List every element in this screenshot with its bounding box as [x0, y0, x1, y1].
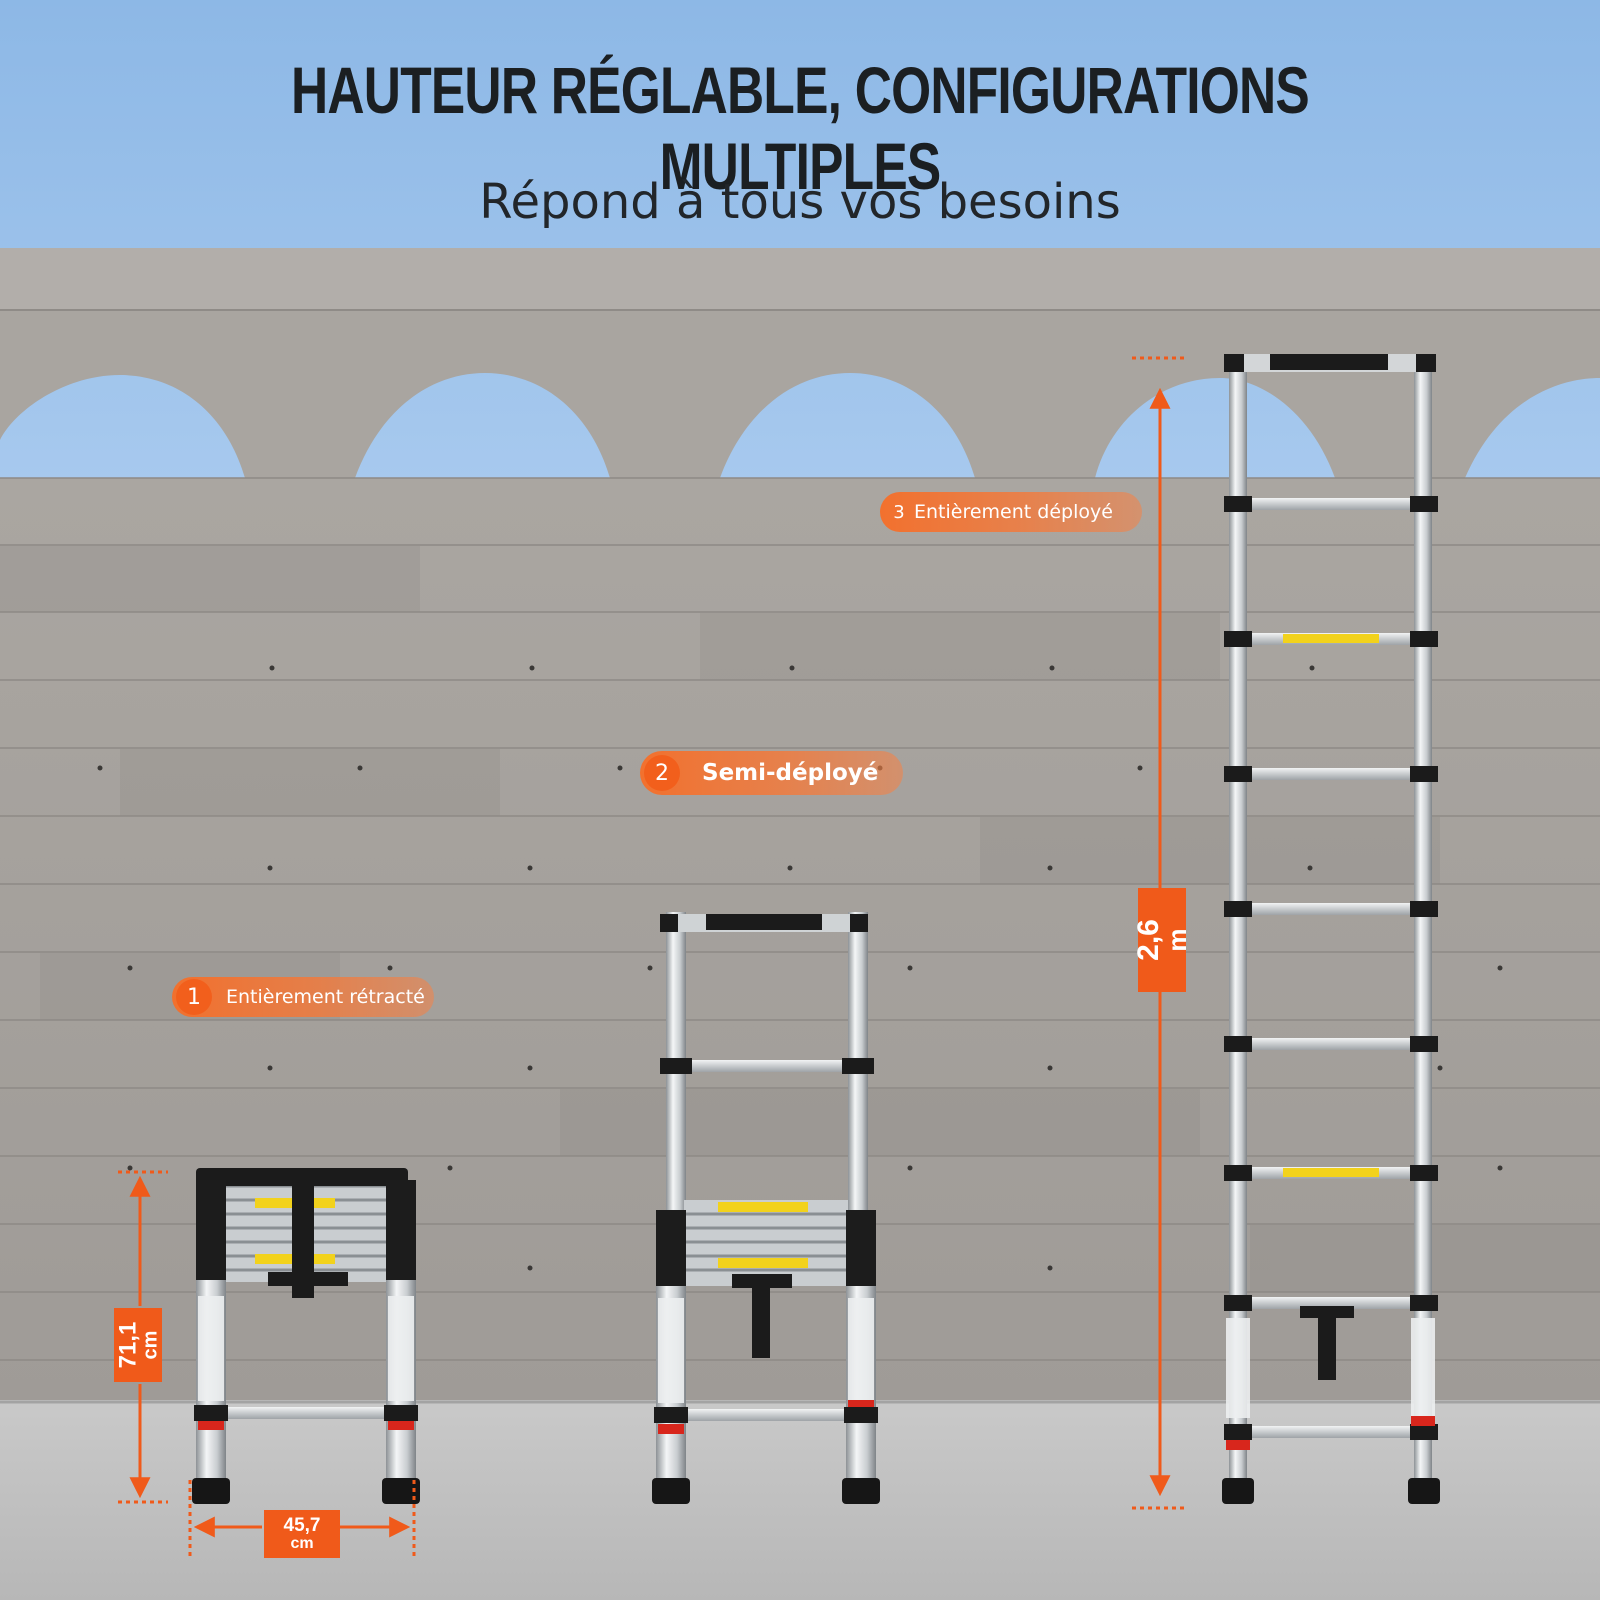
extended-height-unit: m — [1162, 928, 1192, 952]
subheadline: Répond à tous vos besoins — [479, 174, 1121, 230]
dim-line-retracted-height — [118, 1170, 168, 1504]
config-number-1: 1 — [176, 979, 212, 1015]
extended-height-badge: 2,6 m — [1132, 888, 1192, 992]
retracted-width-badge: 45,7 cm — [264, 1510, 340, 1558]
config-label-retracted: 1 Entièrement rétracté — [172, 977, 434, 1017]
ladder-fully-extended — [1222, 354, 1440, 1504]
dim-line-retracted-width — [188, 1480, 416, 1560]
dim-line-extended-height — [1132, 356, 1184, 1510]
retracted-height-badge: 71,1 cm — [114, 1308, 162, 1382]
config-number-3: 3 — [893, 501, 905, 523]
config-text-3: Entièrement déployé — [914, 501, 1113, 523]
config-text-1: Entièrement rétracté — [226, 986, 425, 1008]
headline: HAUTEUR RÉGLABLE, CONFIGURATIONS MULTIPL… — [291, 53, 1310, 203]
retracted-width-unit: cm — [290, 1534, 314, 1552]
wall-top-ledge — [0, 248, 1600, 310]
ladder-retracted — [192, 1168, 420, 1504]
config-number-2: 2 — [644, 755, 680, 791]
config-label-fully-extended: 3 Entièrement déployé — [880, 492, 1142, 532]
retracted-height-value: 71,1 — [114, 1321, 141, 1369]
retracted-width-value: 45,7 — [283, 1514, 321, 1536]
config-label-semi-extended: 2 Semi-déployé — [640, 751, 903, 795]
ladder-semi-extended — [652, 912, 880, 1504]
retracted-height-unit: cm — [139, 1330, 161, 1360]
config-text-2: Semi-déployé — [702, 760, 879, 786]
extended-height-value: 2,6 — [1132, 919, 1165, 961]
wall-holes — [97, 665, 1503, 1271]
